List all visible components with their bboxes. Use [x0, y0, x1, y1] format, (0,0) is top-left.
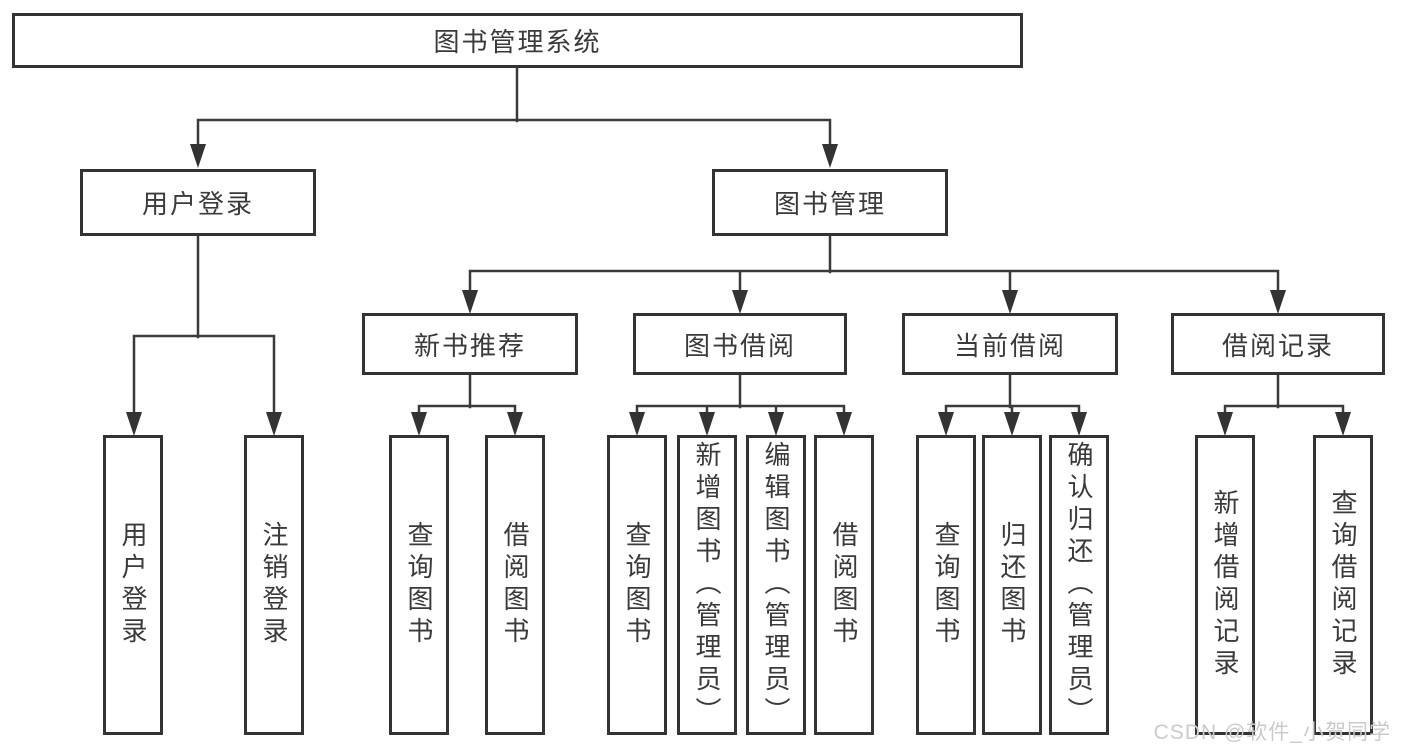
node-label: 编辑图书（管理员）	[761, 441, 791, 729]
node-user-login: 用户登录	[80, 169, 316, 236]
arrow-heads	[126, 144, 1351, 436]
node-login: 用户登录	[103, 435, 163, 735]
node-borrowing-records: 借阅记录	[1171, 313, 1385, 375]
connector-path	[132, 66, 1345, 418]
node-edit-books-admin: 编辑图书（管理员）	[746, 435, 806, 735]
node-query-borrow-record: 查询借阅记录	[1313, 435, 1373, 735]
node-label: 确认归还（管理员）	[1064, 441, 1094, 729]
node-label: 查询图书	[622, 521, 652, 649]
node-label: 查询图书	[404, 521, 434, 649]
node-label: 借阅图书	[500, 521, 530, 649]
node-label: 查询图书	[931, 521, 961, 649]
node-query-books: 查询图书	[916, 435, 976, 735]
node-label: 查询借阅记录	[1328, 489, 1358, 681]
node-library-management-system: 图书管理系统	[12, 13, 1023, 68]
node-new-book-recommend: 新书推荐	[362, 313, 578, 375]
node-add-borrow-record: 新增借阅记录	[1195, 435, 1255, 735]
node-book-borrowing: 图书借阅	[633, 313, 847, 375]
node-borrow-books: 借阅图书	[814, 435, 874, 735]
node-label: 用户登录	[118, 521, 148, 649]
node-query-books: 查询图书	[607, 435, 667, 735]
node-label: 归还图书	[997, 521, 1027, 649]
node-return-books: 归还图书	[982, 435, 1042, 735]
node-add-books-admin: 新增图书（管理员）	[677, 435, 737, 735]
node-borrow-books: 借阅图书	[485, 435, 545, 735]
node-label: 借阅图书	[829, 521, 859, 649]
node-logout: 注销登录	[244, 435, 304, 735]
node-book-management: 图书管理	[712, 169, 948, 236]
node-query-books: 查询图书	[389, 435, 449, 735]
node-confirm-return-admin: 确认归还（管理员）	[1049, 435, 1109, 735]
node-label: 新增借阅记录	[1210, 489, 1240, 681]
node-label: 新增图书（管理员）	[692, 441, 722, 729]
csdn-watermark: CSDN @软件_小贺同学	[1153, 721, 1391, 744]
node-label: 注销登录	[259, 521, 289, 649]
node-current-borrowing: 当前借阅	[902, 313, 1118, 375]
